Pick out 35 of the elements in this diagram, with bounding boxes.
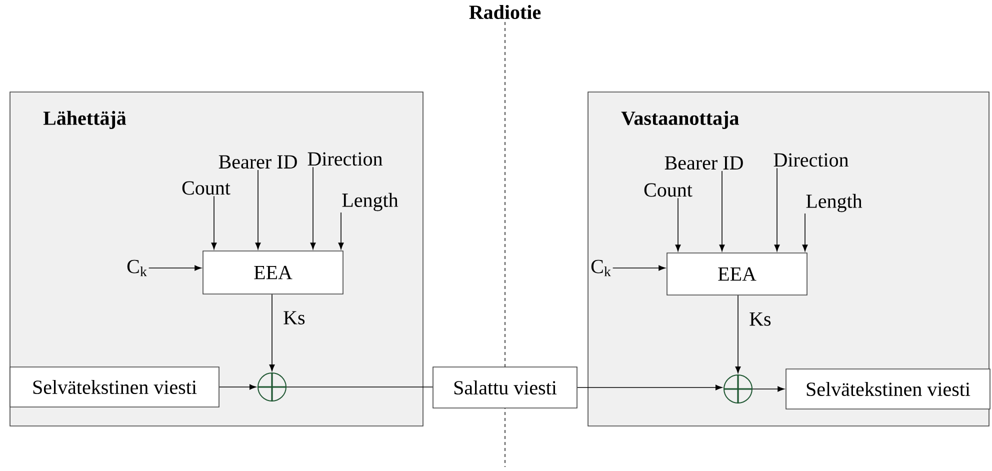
arrow [802,213,808,252]
input-label: Direction [774,153,848,167]
input-label: Length [806,194,862,212]
arrow [255,170,261,250]
arrow [211,196,217,250]
input-label: Count [182,181,230,195]
arrow [148,265,202,271]
arrow [219,384,256,390]
arrow [752,386,784,392]
process-box: EEA [202,250,344,294]
xor-symbol [256,372,288,402]
arrow [269,294,275,372]
arrow [310,166,316,250]
input-label: Direction [308,152,382,166]
arrow [612,265,666,271]
input-label: C$_{k}$ [591,260,611,276]
process-box: EEA [666,252,808,296]
arrow [719,170,725,252]
input-label: Count [644,183,692,197]
arrow [338,212,344,250]
divider-label: Radiotie [469,4,541,20]
input-label: Length [342,192,398,212]
xor-symbol [722,374,754,404]
edge-label: Ks [750,312,771,326]
arrow [735,295,741,374]
process-box: Selvätekstinen viesti [786,368,990,410]
arrow [675,198,681,252]
process-box: Salattu viesti [432,366,578,408]
input-label: Bearer ID [218,155,297,169]
arrow [774,168,780,252]
arrow [577,384,722,390]
process-box: Selvätekstinen viesti [10,366,220,408]
input-label: C$_{k}$ [127,260,147,276]
edge-label: Ks [284,311,305,324]
input-label: Bearer ID [664,156,743,170]
